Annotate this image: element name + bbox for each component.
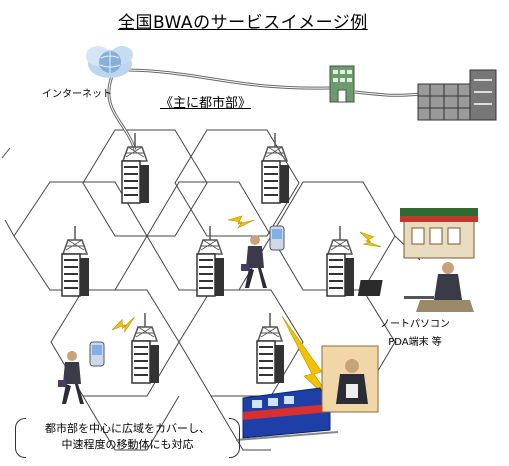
train-passenger-icon: [321, 345, 379, 413]
cloud-globe-icon: [86, 46, 133, 78]
hex-cell-edge: [210, 395, 271, 451]
caption-box: 都市部を中心に広域をカバーし、 中速程度の移動体にも対応: [15, 418, 240, 458]
hex-cell-edge: [4, 219, 15, 237]
mobile-user-icon: [58, 341, 105, 404]
hex-cell: [178, 289, 304, 397]
diagram-title: 全国BWAのサービスイメージ例: [118, 13, 368, 33]
antenna-tower-icon: [261, 132, 290, 204]
device-label: ノートパソコン PDA端末 等: [380, 316, 450, 352]
antenna-tower-icon: [131, 312, 160, 384]
lightning-bolt-icon: [355, 228, 384, 254]
hex-cell: [174, 129, 300, 237]
hex-cell-edge: [82, 395, 180, 451]
shop-building-icon: [400, 208, 478, 259]
mobile-user-icon: [241, 225, 285, 288]
factory-building-icon: [417, 69, 497, 121]
region-label: 《主に都市部》: [160, 96, 252, 111]
backbone-cable: [119, 68, 331, 90]
lightning-bolt-icon: [227, 215, 255, 229]
internet-label: インターネット: [42, 89, 112, 100]
device-label-line2: PDA端末 等: [388, 337, 442, 348]
caption-line1: 都市部を中心に広域をカバーし、: [45, 422, 210, 435]
office-building-icon: [329, 65, 355, 103]
antenna-tower-icon: [256, 312, 285, 384]
train-icon: [235, 387, 339, 441]
antenna-tower-icon: [121, 132, 150, 204]
lightning-bolt-icon: [109, 313, 139, 338]
device-label-line1: ノートパソコン: [380, 319, 450, 330]
antenna-tower-icon: [61, 225, 90, 297]
backbone-cable: [107, 75, 137, 151]
antenna-tower-icon: [326, 225, 355, 297]
hex-cell: [82, 129, 208, 237]
notebook-user-icon: [357, 262, 474, 312]
caption-line2: 中速程度の移動体にも対応: [61, 438, 194, 451]
